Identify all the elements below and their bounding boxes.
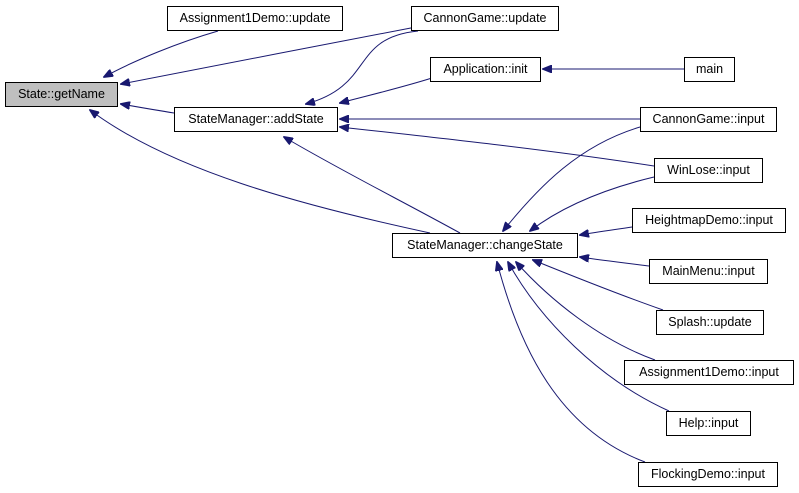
node-cannongame-update[interactable]: CannonGame::update (411, 6, 559, 31)
edge-cannongame-input-to-statemanager-changestate (503, 126, 641, 231)
edge-cannongame-update-to-state-getname (121, 26, 417, 84)
node-main[interactable]: main (684, 57, 735, 82)
edge-help-input-to-statemanager-changestate (508, 262, 670, 412)
node-application-init[interactable]: Application::init (430, 57, 541, 82)
edge-winlose-input-to-statemanager-changestate (530, 176, 655, 231)
node-mainmenu-input[interactable]: MainMenu::input (649, 259, 768, 284)
edge-assignment1demo-update-to-state-getname (104, 30, 219, 77)
node-assignment1demo-input[interactable]: Assignment1Demo::input (624, 360, 794, 385)
node-winlose-input[interactable]: WinLose::input (654, 158, 763, 183)
edge-mainmenu-input-to-statemanager-changestate (580, 257, 650, 267)
node-statemanager-changestate[interactable]: StateManager::changeState (392, 233, 578, 258)
node-state-getname: State::getName (5, 82, 118, 107)
node-help-input[interactable]: Help::input (666, 411, 751, 436)
node-heightmapdemo-input[interactable]: HeightmapDemo::input (632, 208, 786, 233)
node-flockingdemo-input[interactable]: FlockingDemo::input (638, 462, 778, 487)
edge-flockingdemo-input-to-statemanager-changestate (497, 262, 646, 463)
node-cannongame-input[interactable]: CannonGame::input (640, 107, 777, 132)
node-assignment1demo-update[interactable]: Assignment1Demo::update (167, 6, 343, 31)
edge-statemanager-changestate-to-statemanager-addstate (284, 137, 461, 234)
edge-statemanager-addstate-to-state-getname (121, 104, 175, 114)
edge-splash-update-to-statemanager-changestate (533, 260, 664, 311)
edge-application-init-to-statemanager-addstate (340, 77, 433, 103)
edge-heightmapdemo-input-to-statemanager-changestate (580, 226, 633, 235)
node-splash-update[interactable]: Splash::update (656, 310, 764, 335)
edge-cannongame-update-to-statemanager-addstate (306, 30, 419, 104)
edge-statemanager-changestate-to-state-getname (90, 110, 431, 234)
node-statemanager-addstate[interactable]: StateManager::addState (174, 107, 338, 132)
edge-winlose-input-to-statemanager-addstate (340, 127, 655, 167)
edge-assignment1demo-input-to-statemanager-changestate (516, 262, 656, 361)
